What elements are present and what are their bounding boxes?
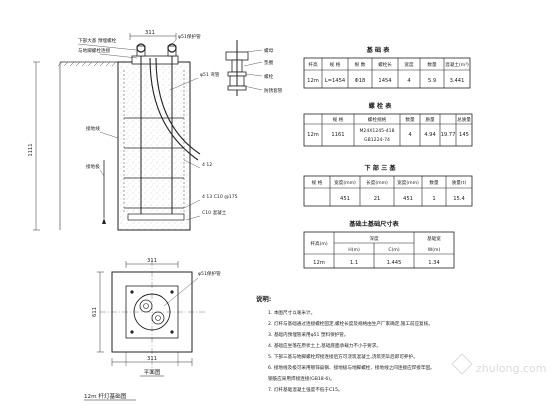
label-elbow: φ51 弯管 <box>200 71 220 78</box>
table-foundation: 基 础 表 杆高 规 格 根 数 螺栓长 宽度 数量 混凝土(m³) 12m L… <box>303 46 471 89</box>
t1-c4: 4 <box>407 78 411 84</box>
bolt-label-nut: 螺母 <box>264 47 274 54</box>
t3-h1: 宽度(mm) <box>334 179 356 186</box>
table4-title: 基础土基础尺寸表 <box>348 220 399 228</box>
t2-c2b: GB1224-74 <box>364 137 390 143</box>
t3-h0: 规 格 <box>312 179 323 186</box>
elev-dim-side: 1111 <box>28 143 34 156</box>
note-1: 1. 本图尺寸以毫米计。 <box>268 309 315 316</box>
label-ground-screw: 接地线 <box>86 125 100 132</box>
t3-c3: 1 <box>432 196 435 202</box>
table-bolts: 螺 栓 表 规 格 螺栓规格 数量 质量 总质量 12m 1161 M24X12… <box>303 102 473 147</box>
label-rebar-main: 4 12 <box>202 162 212 168</box>
watermark-text: zhulong.com <box>476 362 546 375</box>
t2-h2: 数量 <box>405 116 415 123</box>
table-soil-dimensions: 基础土基础尺寸表 杆高(m) 深度 基础宽 H(m) C(m) W(m) 12m… <box>303 220 455 269</box>
watermark: zhulong.com <box>451 353 546 375</box>
t3-h5: 质量(t) <box>452 179 467 186</box>
t1-h6: 混凝土(m³) <box>445 61 469 68</box>
t1-h2: 根 数 <box>355 61 366 68</box>
t1-h4: 宽度 <box>404 61 414 68</box>
label-cable: 接地极 <box>86 163 100 170</box>
t2-c4: 4.94 <box>424 132 436 138</box>
bolt-detail: 螺母 垫圈 螺栓 防锈套管 <box>225 40 283 96</box>
t3-h4: 数量 <box>429 179 439 186</box>
t2-h0: 规 格 <box>333 116 344 123</box>
notes: 说明: 1. 本图尺寸以毫米计。 2. 灯杆与基础通过连接螺栓固定,螺栓长度及规… <box>256 294 435 393</box>
t1-h1: 规 格 <box>330 61 341 68</box>
bolt-label-sleeve: 防锈套管 <box>264 87 283 94</box>
note-5: 5. 下部三基与地脚螺栓焊接连接后方可浇筑混凝土,浇筑完毕后即可养护。 <box>268 353 418 360</box>
note-3: 3. 基础内预埋管采用φ51 塑料保护管。 <box>268 331 349 338</box>
label-concrete: C10 混凝土 <box>202 209 227 216</box>
t2-c3: 4 <box>408 132 412 138</box>
note-6: 6. 接地线及极可采用镀锌扁钢、接地极与地脚螺栓、接地线之间连接应焊接牢固。 <box>268 364 435 371</box>
label-rebar-stirrup: 4 13 C10 @175 <box>202 194 238 200</box>
t1-c6: 3.441 <box>450 78 465 84</box>
t2-h3: 质量 <box>425 116 435 123</box>
plan-view: φ51保护管 311 311 611 平面图 12m 杆灯基础图 <box>84 258 221 401</box>
t3-c1: 21 <box>374 196 381 202</box>
t2-c6: 145 <box>459 132 469 138</box>
t2-h1: 螺栓规格 <box>368 116 387 123</box>
t3-h3: 宽度(mm) <box>397 179 419 186</box>
elev-dim-top: 311 <box>145 30 155 36</box>
drawing-title: 12m 杆灯基础图 <box>84 392 127 400</box>
bolt-label-washer: 垫圈 <box>264 59 274 66</box>
note-7: 7. 灯杆基础混凝土强度不低于C15。 <box>268 386 343 393</box>
label-pipe-top: φ51保护管 <box>178 33 201 40</box>
t3-c2: 451 <box>403 196 413 202</box>
note-4: 4. 基础应坐落在原状土上,基础底面承载力不小于要求。 <box>268 342 381 349</box>
t1-c0: 12m <box>307 78 319 84</box>
t1-h3: 螺栓长 <box>378 61 392 68</box>
t4-sh2: W(m) <box>428 247 441 253</box>
note-2: 2. 灯杆与基础通过连接螺栓固定,螺栓长度及规格由生产厂家确定,施工前应复核。 <box>268 320 433 327</box>
plan-dim-top: 311 <box>147 258 157 264</box>
t2-c2: M24X1245-418 <box>359 128 394 134</box>
t1-c5: 5.9 <box>428 78 436 84</box>
t3-c4: 15.4 <box>453 196 465 202</box>
t1-h0: 杆高 <box>308 61 318 68</box>
t3-c0: 451 <box>340 196 350 202</box>
t2-c0: 12m <box>307 132 319 138</box>
notes-title: 说明: <box>256 294 271 303</box>
table3-title: 下 部 三 基 <box>364 164 396 172</box>
bolt-label-bolt: 螺栓 <box>264 73 274 80</box>
t1-h5: 数量 <box>427 61 437 68</box>
elevation-view: 311 1111 下部大基 预埋螺栓 与地脚螺栓连接 φ51保护管 φ51 弯管… <box>28 30 238 231</box>
plan-dim-side: 611 <box>92 307 98 317</box>
table2-title: 螺 栓 表 <box>369 102 393 110</box>
t4-h0: 杆高(m) <box>310 240 327 247</box>
t1-c3: 1454 <box>378 78 392 84</box>
t2-h4: 总质量 <box>457 116 471 123</box>
plan-dim-bottom: 311 <box>147 356 157 362</box>
table1-title: 基 础 表 <box>366 46 391 54</box>
t4-c3: 1.34 <box>428 260 440 266</box>
t2-c1: 1161 <box>331 132 344 138</box>
plan-label-pipe: φ51保护管 <box>198 270 221 277</box>
t2-c5: 19.77 <box>441 132 456 138</box>
table-lower-base: 下 部 三 基 规 格 宽度(mm) 长度(mm) 宽度(mm) 数量 质量(t… <box>303 164 473 207</box>
t4-c2: 1.445 <box>387 260 402 266</box>
t4-h4: 基础宽 <box>427 235 441 242</box>
t1-c1: L=1454 <box>325 78 346 84</box>
t1-c2: Φ18 <box>355 78 366 84</box>
label-ground-upper: 与地脚螺栓连接 <box>78 47 111 54</box>
t4-c1: 1.1 <box>350 260 358 266</box>
plan-caption: 平面图 <box>144 368 161 376</box>
t4-h1: 深度 <box>369 235 379 242</box>
label-ground-lower: 下部大基 预埋螺栓 <box>78 37 117 44</box>
note-6b: 钢筋应采用焊接连接(GB18-6)。 <box>268 375 335 382</box>
t4-sh0: H(m) <box>348 247 360 253</box>
t4-c0: 12m <box>313 260 325 266</box>
t4-sh1: C(m) <box>388 247 399 253</box>
t3-h2: 长度(mm) <box>366 179 388 186</box>
